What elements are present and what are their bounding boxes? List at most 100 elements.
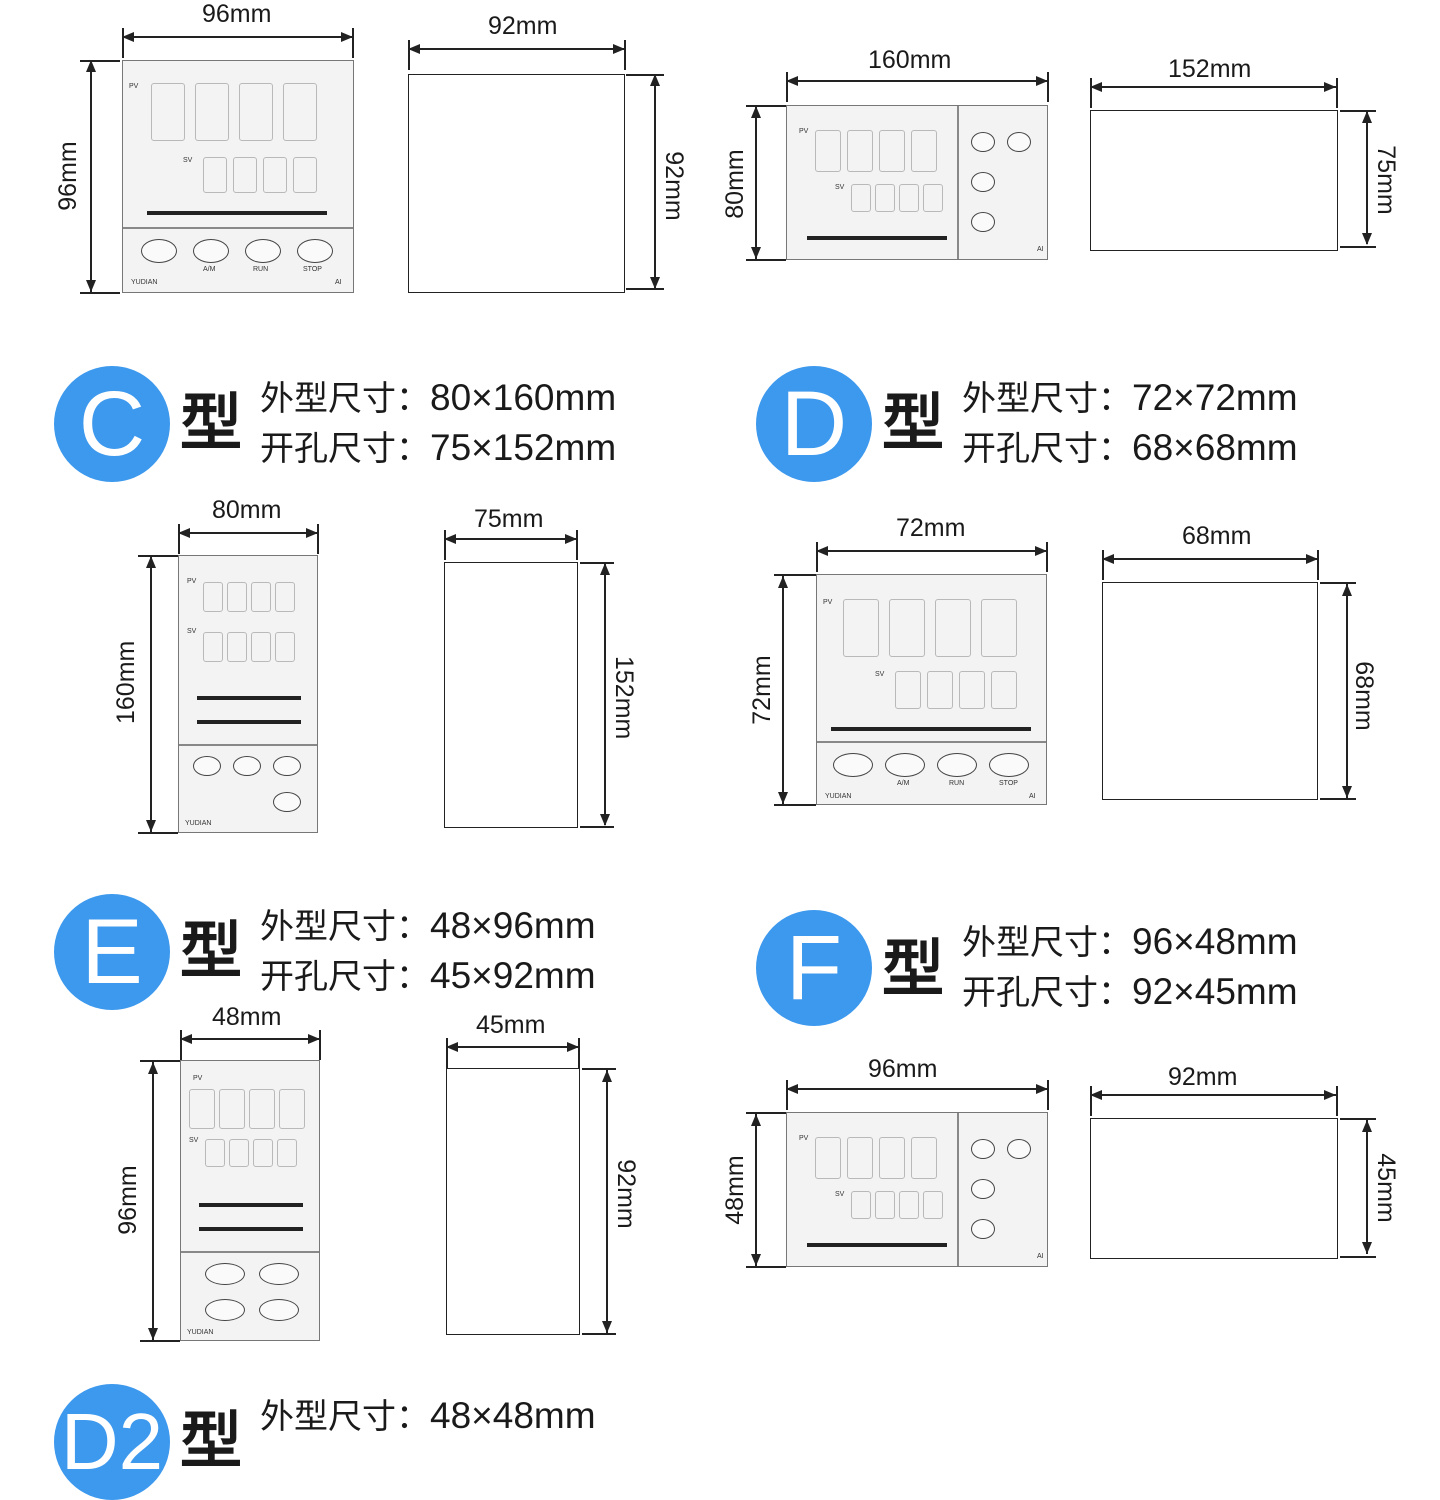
digit: [293, 157, 317, 193]
digit: [911, 130, 937, 172]
panel-cutout: [408, 74, 625, 293]
cutout-size-value: 92×45mm: [1132, 971, 1298, 1012]
down-arrow-icon: [971, 212, 995, 232]
type-badge-e: E: [54, 894, 170, 1010]
type-char: 型: [180, 914, 243, 987]
label-outer-width: 72mm: [896, 514, 966, 542]
stop-label: STOP: [999, 780, 1018, 787]
pv-label: PV: [799, 1135, 809, 1142]
sv-label: SV: [835, 1191, 845, 1198]
digit: [203, 632, 223, 662]
pv-label: PV: [799, 128, 809, 135]
indicator-leds: [147, 211, 327, 215]
outer-size-label: 外型尺寸：: [962, 923, 1132, 963]
digit: [815, 1137, 841, 1179]
outer-size-row: 外型尺寸：96×48mm: [962, 922, 1298, 964]
label-outer-width: 80mm: [212, 496, 282, 524]
indicator-leds: [199, 1227, 303, 1231]
digit: [195, 83, 229, 141]
cutout-size-label: 开孔尺寸：: [962, 429, 1132, 469]
digit: [815, 130, 841, 172]
controller-front-panel: PV SV YUDIAN: [180, 1060, 320, 1341]
cutout-size-label: 开孔尺寸：: [260, 429, 430, 469]
type-char: 型: [180, 1404, 243, 1477]
up-arrow-icon: [259, 1299, 299, 1321]
label-cutout-height: 92mm: [660, 151, 688, 221]
digit: [219, 1089, 245, 1129]
label-outer-width: 48mm: [212, 1003, 282, 1031]
controller-front-panel: PV SV YUDIAN: [178, 555, 318, 833]
controller-front-panel: PV SV AI: [786, 105, 1048, 260]
down-arrow-icon: [937, 753, 977, 777]
digit: [229, 1139, 249, 1167]
panel-cutout: [1102, 582, 1318, 800]
outer-size-label: 外型尺寸：: [962, 379, 1132, 419]
type-char: 型: [882, 932, 945, 1005]
pv-label: PV: [193, 1075, 203, 1082]
label-cutout-height: 68mm: [1350, 661, 1378, 731]
run-label: RUN: [949, 780, 965, 787]
label-outer-height: 96mm: [114, 1165, 142, 1235]
digit: [251, 632, 271, 662]
digit: [879, 1137, 905, 1179]
digit: [233, 157, 257, 193]
label-outer-height: 72mm: [748, 655, 776, 725]
digit: [935, 599, 971, 657]
label-cutout-width: 92mm: [1168, 1063, 1238, 1091]
cutout-size-row: 开孔尺寸：68×68mm: [962, 428, 1298, 470]
label-outer-height: 160mm: [112, 640, 140, 724]
run-label: RUN: [253, 266, 269, 273]
label-outer-height: 48mm: [721, 1155, 749, 1225]
cutout-size-row: 开孔尺寸：92×45mm: [962, 971, 1298, 1014]
set-icon: [1007, 132, 1031, 152]
digit: [889, 599, 925, 657]
left-arrow-icon: [259, 1263, 299, 1285]
label-cutout-height: 152mm: [610, 656, 638, 740]
digit: [851, 184, 871, 212]
panel-cutout: [444, 562, 578, 828]
digit: [283, 83, 317, 141]
digit: [959, 671, 985, 709]
pv-label: PV: [129, 83, 139, 90]
digit: [875, 184, 895, 212]
sv-label: SV: [187, 628, 197, 635]
down-arrow-icon: [971, 1219, 995, 1239]
model-label: AI: [335, 279, 342, 286]
outer-size-value: 48×96mm: [430, 905, 596, 946]
label-cutout-width: 45mm: [476, 1011, 546, 1039]
digit: [203, 582, 223, 612]
digit: [227, 582, 247, 612]
outer-size-value: 72×72mm: [1132, 377, 1298, 418]
digit: [263, 157, 287, 193]
label-cutout-height: 45mm: [1372, 1153, 1400, 1223]
up-arrow-icon: [971, 172, 995, 192]
brand-logo: YUDIAN: [185, 820, 212, 827]
panel-cutout: [446, 1068, 580, 1335]
digit: [875, 1191, 895, 1219]
left-arrow-icon: [233, 756, 261, 776]
down-arrow-icon: [273, 792, 301, 812]
indicator-leds: [197, 720, 301, 724]
digit: [911, 1137, 937, 1179]
label-cutout-width: 75mm: [474, 505, 544, 533]
digit: [991, 671, 1017, 709]
outer-size-row: 外型尺寸：72×72mm: [962, 377, 1298, 420]
digit: [275, 632, 295, 662]
up-arrow-icon: [297, 239, 333, 263]
label-outer-width: 96mm: [868, 1055, 938, 1083]
outer-size-label: 外型尺寸：: [260, 907, 430, 947]
digit: [279, 1089, 305, 1129]
controller-front-panel: PV SV AI: [786, 1112, 1048, 1267]
digit: [253, 1139, 273, 1167]
sv-label: SV: [189, 1137, 199, 1144]
label-outer-width: 160mm: [868, 46, 952, 74]
cutout-size-label: 开孔尺寸：: [260, 957, 430, 997]
digit: [927, 671, 953, 709]
type-badge-c: C: [54, 366, 170, 482]
outer-size-row: 外型尺寸：48×48mm: [260, 1396, 596, 1438]
digit: [895, 671, 921, 709]
left-arrow-icon: [885, 753, 925, 777]
type-char: 型: [180, 386, 243, 459]
digit: [189, 1089, 215, 1129]
label-cutout-width: 92mm: [488, 12, 558, 40]
